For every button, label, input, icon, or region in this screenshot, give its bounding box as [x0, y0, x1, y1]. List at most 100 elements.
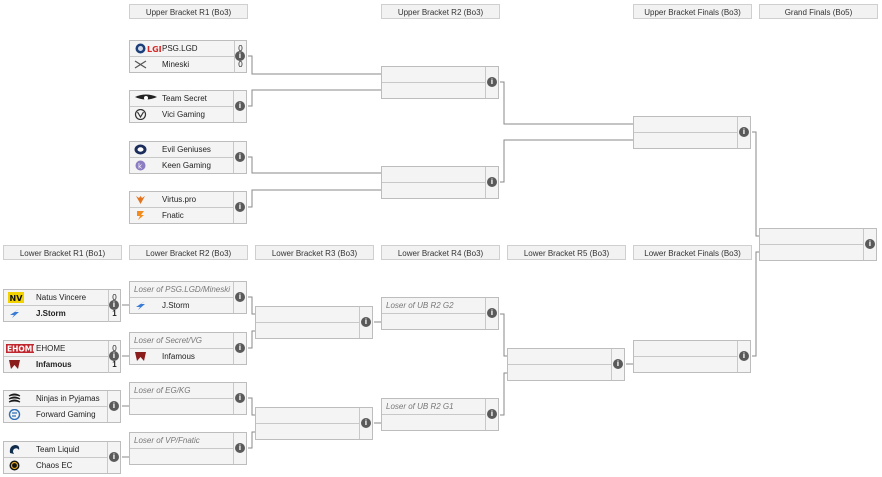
ninjas-in-pyjamas-logo-icon [8, 393, 21, 403]
match-slot[interactable] [382, 314, 486, 330]
match-lb-r3-1[interactable]: i [255, 306, 373, 339]
match-slot[interactable]: Infamous [130, 349, 234, 365]
match-lb-r2-3[interactable]: Loser of EG/KG i [129, 382, 247, 415]
match-lb-r1-1[interactable]: NV Natus Vincere 0 J.Storm 1 i [3, 289, 121, 322]
match-slot[interactable]: Fnatic [130, 208, 234, 224]
match-slot[interactable] [382, 67, 486, 83]
match-slot[interactable]: Forward Gaming [4, 407, 108, 423]
match-info-icon[interactable]: i [109, 401, 119, 411]
match-info-icon[interactable]: i [865, 239, 875, 249]
match-lb-r5[interactable]: i [507, 348, 625, 381]
match-slot[interactable] [760, 245, 864, 261]
match-slot[interactable]: EHOME EHOME 0 [4, 341, 117, 357]
match-info-icon[interactable]: i [235, 51, 245, 61]
match-slot[interactable] [634, 133, 738, 149]
match-slot[interactable]: Infamous 1 [4, 357, 117, 373]
match-lb-r2-1[interactable]: Loser of PSG.LGD/Mineski J.Storm i [129, 281, 247, 314]
match-slot[interactable]: Loser of UB R2 G2 [382, 298, 486, 314]
match-slot[interactable]: Loser of Secret/VG [130, 333, 234, 349]
match-slot[interactable]: Team Liquid [4, 442, 108, 458]
match-info-icon[interactable]: i [109, 300, 119, 310]
match-ub-r2-2[interactable]: i [381, 166, 499, 199]
match-lb-r1-3[interactable]: Ninjas in Pyjamas Forward Gaming i [3, 390, 121, 423]
match-ub-r1-3[interactable]: Evil Geniuses k Keen Gaming i [129, 141, 247, 174]
match-grand-finals[interactable]: i [759, 228, 877, 261]
match-lb-r1-2[interactable]: EHOME EHOME 0 Infamous 1 i [3, 340, 121, 373]
match-slot[interactable] [130, 449, 234, 465]
match-ub-r1-4[interactable]: Virtus.pro Fnatic i [129, 191, 247, 224]
match-info-icon[interactable]: i [361, 418, 371, 428]
match-slot[interactable] [256, 307, 360, 323]
match-slot[interactable] [256, 424, 360, 440]
match-slot[interactable] [256, 408, 360, 424]
match-slot[interactable] [382, 415, 486, 431]
match-slot[interactable]: Vici Gaming [130, 107, 234, 123]
match-slot[interactable]: NV Natus Vincere 0 [4, 290, 117, 306]
match-slot[interactable] [256, 323, 360, 339]
match-slot[interactable]: LGD PSG.LGD 0 [130, 41, 243, 57]
match-info-icon[interactable]: i [235, 101, 245, 111]
match-info-icon[interactable]: i [361, 317, 371, 327]
match-info-icon[interactable]: i [109, 452, 119, 462]
match-slot[interactable]: Chaos EC [4, 458, 108, 474]
match-ub-r1-1[interactable]: LGD PSG.LGD 0 Mineski 0 i [129, 40, 247, 73]
match-slot[interactable]: Virtus.pro [130, 192, 234, 208]
match-slot[interactable]: Loser of VP/Fnatic [130, 433, 234, 449]
team-name: Infamous [36, 360, 72, 369]
team-name: Forward Gaming [36, 410, 96, 419]
match-slot[interactable] [634, 117, 738, 133]
header-lower-bracket-r2: Lower Bracket R2 (Bo3) [129, 245, 248, 260]
match-slot[interactable]: J.Storm 1 [4, 306, 117, 322]
match-slot[interactable]: J.Storm [130, 298, 234, 314]
match-ub-finals[interactable]: i [633, 116, 751, 149]
match-info-icon[interactable]: i [235, 202, 245, 212]
match-slot[interactable]: Team Secret [130, 91, 234, 107]
team-score: 1 [108, 357, 120, 373]
team-name: Evil Geniuses [162, 145, 211, 154]
match-slot[interactable]: k Keen Gaming [130, 158, 234, 174]
match-slot[interactable]: Loser of PSG.LGD/Mineski [130, 282, 234, 298]
match-info-icon[interactable]: i [235, 152, 245, 162]
match-info-icon[interactable]: i [235, 443, 245, 453]
match-info-icon[interactable]: i [235, 393, 245, 403]
match-slot[interactable] [634, 357, 738, 373]
match-ub-r1-2[interactable]: Team Secret Vici Gaming i [129, 90, 247, 123]
match-lb-r4-1[interactable]: Loser of UB R2 G2 i [381, 297, 499, 330]
header-lower-bracket-finals: Lower Bracket Finals (Bo3) [633, 245, 752, 260]
match-lb-finals[interactable]: i [633, 340, 751, 373]
match-info-icon[interactable]: i [739, 127, 749, 137]
match-slot[interactable]: Loser of UB R2 G1 [382, 399, 486, 415]
match-slot[interactable] [382, 83, 486, 99]
match-slot[interactable] [508, 349, 612, 365]
match-lb-r2-2[interactable]: Loser of Secret/VG Infamous i [129, 332, 247, 365]
match-info-icon[interactable]: i [487, 177, 497, 187]
match-info-icon[interactable]: i [739, 351, 749, 361]
match-ub-r2-1[interactable]: i [381, 66, 499, 99]
match-slot[interactable] [508, 365, 612, 381]
infamous-logo-icon [9, 360, 20, 369]
match-slot[interactable] [382, 167, 486, 183]
match-lb-r1-4[interactable]: Team Liquid Chaos EC i [3, 441, 121, 474]
match-info-icon[interactable]: i [235, 343, 245, 353]
match-info-icon[interactable]: i [487, 77, 497, 87]
team-name: Keen Gaming [162, 161, 211, 170]
match-info-icon[interactable]: i [487, 409, 497, 419]
match-slot[interactable] [382, 183, 486, 199]
team-name: Virtus.pro [162, 195, 197, 204]
match-lb-r3-2[interactable]: i [255, 407, 373, 440]
match-slot[interactable]: Evil Geniuses [130, 142, 234, 158]
match-slot[interactable]: Ninjas in Pyjamas [4, 391, 108, 407]
team-name: J.Storm [36, 309, 66, 318]
match-slot[interactable] [130, 399, 234, 415]
match-lb-r4-2[interactable]: Loser of UB R2 G1 i [381, 398, 499, 431]
match-slot[interactable]: Loser of EG/KG [130, 383, 234, 399]
match-info-icon[interactable]: i [109, 351, 119, 361]
match-info-icon[interactable]: i [235, 292, 245, 302]
match-lb-r2-4[interactable]: Loser of VP/Fnatic i [129, 432, 247, 465]
match-slot[interactable]: Mineski 0 [130, 57, 243, 73]
match-info-icon[interactable]: i [613, 359, 623, 369]
match-slot[interactable] [760, 229, 864, 245]
team-name: Team Secret [162, 94, 207, 103]
match-info-icon[interactable]: i [487, 308, 497, 318]
match-slot[interactable] [634, 341, 738, 357]
